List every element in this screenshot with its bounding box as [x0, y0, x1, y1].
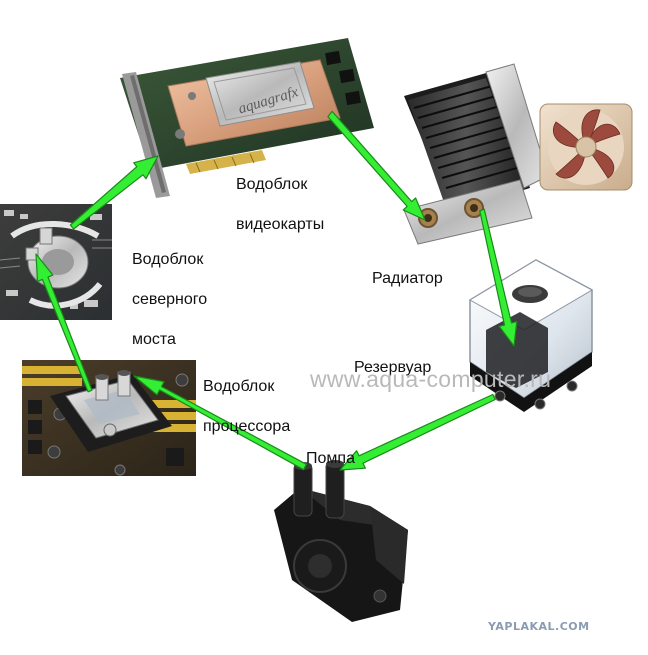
arrow-cpu-to-northbridge — [35, 253, 93, 393]
watermark-text: www.aqua-computer.ru — [310, 366, 552, 392]
northbridge-block-label-line-2: северного — [132, 291, 208, 308]
arrow-radiator-to-reservoir — [479, 208, 518, 347]
arrow-pump-to-cpu — [133, 375, 307, 471]
arrow-reservoir-to-pump — [339, 393, 496, 471]
gpu-block-label-line-2: видеокарты — [236, 216, 325, 233]
arrow-gpu-to-radiator — [327, 110, 426, 221]
site-watermark: YAPLAKAL.COM — [488, 620, 590, 633]
northbridge-block-label-line-1: Водоблок — [132, 251, 204, 268]
gpu-waterblock-image — [120, 38, 374, 198]
flow-arrows — [35, 110, 518, 471]
gpu-block-label-line-1: Водоблок — [236, 176, 308, 193]
northbridge-block-label: Водоблок северного моста — [132, 230, 207, 370]
cpu-block-label: Водоблок процессора — [203, 357, 290, 457]
pump-label: Помпа — [306, 450, 355, 467]
cpu-block-label-line-2: процессора — [203, 418, 291, 435]
cpu-block-label-line-1: Водоблок — [203, 378, 275, 395]
pump-image — [274, 460, 408, 622]
radiator-image — [403, 63, 549, 245]
radiator-label: Радиатор — [372, 270, 443, 287]
reservoir-label: Резервуар — [354, 359, 432, 376]
fan-image — [539, 103, 633, 191]
cpu-waterblock-image — [22, 360, 196, 476]
arrow-northbridge-to-gpu — [69, 155, 159, 230]
northbridge-block-label-line-3: моста — [132, 331, 176, 348]
gpu-block-label: Водоблок видеокарты — [236, 155, 324, 255]
